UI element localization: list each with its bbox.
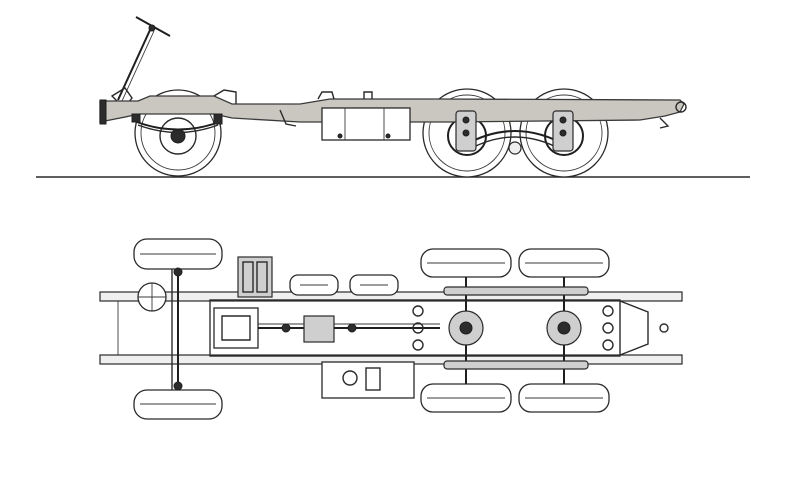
- plan-frame-rails: [99, 291, 683, 365]
- rear-tow-hook: [659, 101, 687, 129]
- frame-fittings: [213, 89, 373, 127]
- front-left-tyre-plan: [133, 238, 223, 270]
- steering-column: [110, 16, 171, 110]
- rear-bogie: [455, 110, 574, 155]
- rear-tyres-plan: [420, 248, 610, 413]
- front-bumper: [99, 99, 107, 125]
- front-spring: [131, 113, 223, 134]
- side-fuel-tank: [321, 107, 411, 141]
- plan-fuel-tank: [321, 361, 415, 399]
- rear-cross-members: [412, 300, 669, 356]
- plan-view: [99, 238, 683, 420]
- propeller-shaft: [258, 315, 440, 343]
- side-elevation-view: [36, 16, 750, 178]
- rear-spring-rails-plan: [443, 286, 589, 370]
- plan-upper-tanks: [289, 274, 399, 296]
- front-right-tyre-plan: [133, 389, 223, 420]
- rear-differential-second: [546, 277, 582, 384]
- front-axle-plan: [137, 267, 183, 391]
- engine-block-plan: [213, 256, 273, 349]
